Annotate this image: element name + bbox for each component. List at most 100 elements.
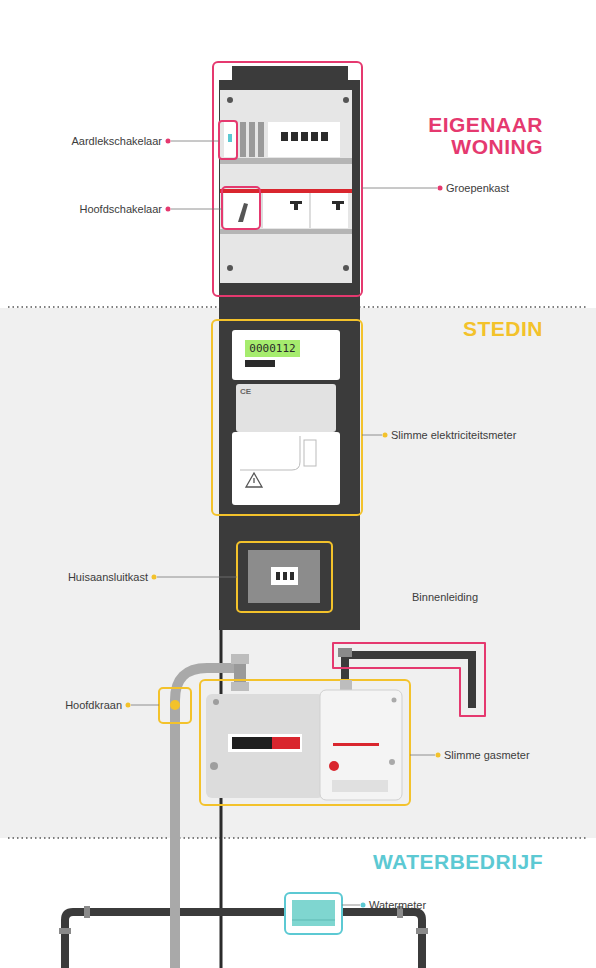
electricity-meter-symbol-part	[240, 436, 300, 470]
groepenkast-cabinet-part	[310, 193, 311, 228]
callout-label: Binnenleiding	[412, 590, 478, 604]
water-pipe	[59, 906, 428, 968]
groepenkast-cabinet-part	[220, 90, 352, 283]
groepenkast-cabinet-part	[294, 201, 298, 210]
gasmeter-symbol-part	[392, 698, 397, 703]
stedin-band	[0, 307, 596, 838]
callout-label: Slimme gasmeter	[444, 748, 530, 762]
groepenkast-cabinet-part	[321, 132, 328, 141]
huisaansluitkast-symbol-part	[271, 567, 298, 585]
groepenkast-cabinet	[213, 62, 362, 296]
groepenkast-cabinet-part	[238, 203, 248, 222]
hoofdkraan-symbol-part	[159, 688, 191, 723]
water-pipe-part	[65, 912, 422, 968]
meter-display-text: 0000112	[249, 342, 295, 355]
groepenkast-cabinet-part	[219, 66, 360, 292]
groepenkast-cabinet-part	[249, 122, 255, 157]
meter-column-part	[219, 285, 360, 630]
watermeter-symbol-part	[292, 900, 335, 926]
leader-lines-part	[126, 703, 131, 708]
leader-lines	[126, 139, 443, 908]
gasmeter-symbol-part	[200, 680, 410, 805]
gasmeter-symbol-part	[210, 762, 218, 770]
gasmeter-symbol-part	[332, 780, 388, 792]
groepenkast-cabinet-part	[224, 193, 348, 228]
water-pipe-part	[416, 928, 428, 934]
leader-lines-part	[361, 903, 366, 908]
gasmeter-symbol-part	[329, 761, 339, 771]
groepenkast-cabinet-part	[220, 189, 352, 193]
water-pipe-part	[84, 906, 90, 918]
watermeter-symbol	[285, 893, 342, 934]
watermeter-symbol-part	[285, 893, 342, 934]
electricity-meter-symbol-part	[253, 478, 254, 483]
groepenkast-cabinet-part	[220, 158, 352, 164]
leader-lines-part	[171, 141, 219, 142]
groepenkast-cabinet-part	[222, 187, 260, 229]
gasmeter-symbol-part	[333, 743, 379, 746]
callout-label: Hoofdschakelaar	[79, 202, 162, 216]
binnenleiding-pipe-part	[338, 648, 352, 657]
leader-lines-part	[157, 577, 237, 578]
hoofdkraan-symbol	[159, 688, 191, 723]
groepenkast-cabinet-part	[228, 134, 232, 142]
huisaansluitkast-symbol	[237, 542, 332, 612]
region-heading: WATERBEDRIJF	[373, 851, 543, 873]
region-heading: EIGENAAR WONING	[413, 114, 543, 158]
electricity-meter-symbol-part	[246, 473, 262, 487]
huisaansluitkast-symbol-part	[276, 572, 280, 580]
leader-lines-part	[342, 905, 360, 906]
gasmeter-symbol-part	[272, 737, 300, 749]
leader-lines-part	[436, 753, 441, 758]
stedin-band-part	[8, 837, 588, 839]
leader-lines-part	[166, 207, 171, 212]
electricity-meter-symbol-part	[232, 432, 340, 505]
hoofdkraan-symbol-part	[170, 700, 180, 710]
watermeter-symbol-part	[292, 920, 335, 921]
groepenkast-cabinet-part	[262, 193, 263, 228]
gas-pipe-part	[231, 654, 249, 664]
gasmeter-symbol-part	[232, 737, 272, 749]
electricity-meter-symbol-part	[232, 330, 340, 380]
callout-label: Groepenkast	[446, 181, 509, 195]
callout-label: Hoofdkraan	[65, 698, 122, 712]
huisaansluitkast-symbol-part	[237, 542, 332, 612]
leader-lines-part	[152, 575, 157, 580]
gasmeter-symbol-part	[213, 699, 219, 705]
groepenkast-cabinet-part	[240, 122, 246, 157]
groepenkast-cabinet-part	[301, 132, 308, 141]
electricity-meter-symbol-part	[236, 384, 336, 432]
electricity-meter-symbol-part	[212, 320, 362, 515]
meter-display: 0000112	[245, 340, 300, 357]
electricity-meter-symbol-part	[245, 360, 275, 367]
groepenkast-cabinet-part	[281, 132, 288, 141]
huisaansluitkast-symbol-part	[248, 550, 320, 603]
groepenkast-cabinet-part	[343, 97, 349, 103]
gasmeter-symbol-part	[320, 690, 402, 800]
callout-label: Aardlekschakelaar	[72, 134, 163, 148]
groepenkast-cabinet-part	[343, 265, 349, 271]
callout-label: Watermeter	[369, 898, 426, 912]
leader-lines-part	[362, 188, 437, 189]
leader-lines-part	[171, 209, 222, 210]
groepenkast-cabinet-part	[227, 265, 233, 271]
leader-lines-part	[383, 433, 388, 438]
groepenkast-cabinet-part	[258, 122, 264, 157]
callout-label: Huisaansluitkast	[68, 570, 148, 584]
ce-mark-text: CE	[240, 387, 264, 397]
gas-pipe-part	[231, 682, 249, 691]
meter-column	[219, 285, 360, 630]
leader-lines-part	[166, 139, 171, 144]
leader-lines-part	[131, 705, 159, 706]
groepenkast-cabinet-part	[219, 121, 237, 159]
groepenkast-cabinet-part	[224, 122, 236, 157]
huisaansluitkast-symbol-part	[283, 572, 287, 580]
water-pipe-part	[59, 928, 71, 934]
huisaansluitkast-symbol-part	[290, 572, 294, 580]
groepenkast-cabinet-part	[213, 62, 362, 296]
groepenkast-cabinet-part	[336, 201, 340, 210]
groepenkast-cabinet-part	[227, 97, 233, 103]
electricity-meter-symbol-part	[304, 440, 316, 466]
callout-label: Slimme elektriciteitsmeter	[391, 428, 516, 442]
